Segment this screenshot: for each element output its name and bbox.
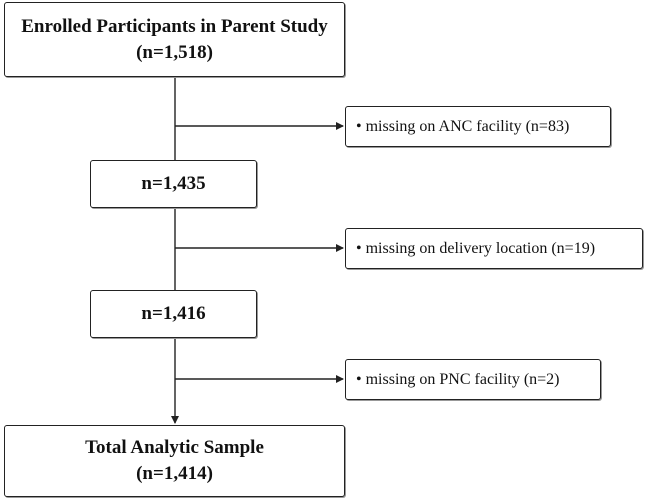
exclusion-box-anc: • missing on ANC facility (n=83) [345,106,611,147]
final-box: Total Analytic Sample (n=1,414) [4,425,345,497]
exclusion-text-anc: • missing on ANC facility (n=83) [356,117,570,135]
step2-count: n=1,416 [141,303,206,324]
step1-box: n=1,435 [90,160,257,208]
exclusion-text-delivery: • missing on delivery location (n=19) [356,239,596,257]
step2-box: n=1,416 [90,290,257,338]
enrolled-count: (n=1,518) [136,41,213,63]
exclusion-box-pnc: • missing on PNC facility (n=2) [345,359,601,400]
exclusion-box-delivery: • missing on delivery location (n=19) [345,228,643,269]
enrolled-box: Enrolled Participants in Parent Study (n… [4,2,345,77]
final-title: Total Analytic Sample [85,437,264,458]
step1-count: n=1,435 [141,173,206,194]
exclusion-text-pnc: • missing on PNC facility (n=2) [356,370,560,388]
final-count: (n=1,414) [136,463,213,484]
enrolled-title: Enrolled Participants in Parent Study [21,15,328,37]
